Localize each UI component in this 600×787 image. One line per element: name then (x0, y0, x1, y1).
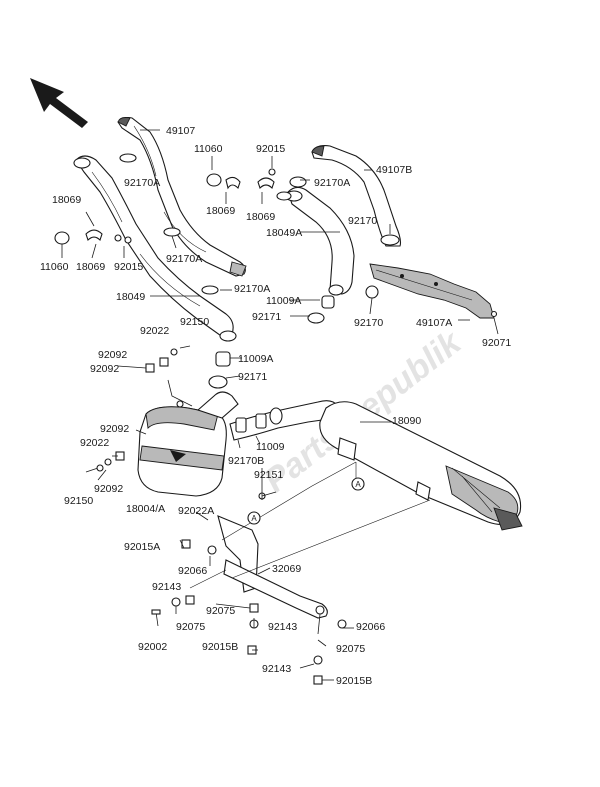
part-label: 92143 (268, 621, 297, 633)
part-label: 18049 (116, 291, 145, 303)
part-label: 92002 (138, 641, 167, 653)
part-label: 18004/A (126, 503, 165, 515)
part-label: 18049A (266, 227, 302, 239)
part-label: 92170A (234, 283, 270, 295)
callout-a-lower: A (247, 511, 261, 525)
part-label: 49107A (416, 317, 452, 329)
part-label: 92022A (178, 505, 214, 517)
part-label: 92143 (152, 581, 181, 593)
mounting-bracket-32069 (217, 491, 328, 619)
part-label: 92066 (356, 621, 385, 633)
joint-pipes (208, 295, 335, 389)
silencer-18090 (319, 401, 523, 531)
pre-muffler-18004 (137, 391, 239, 497)
part-label: 92022 (140, 325, 169, 337)
part-label: 92092 (98, 349, 127, 361)
part-label: 92170B (228, 455, 264, 467)
svg-text:A: A (355, 480, 361, 489)
part-label: 92015 (256, 143, 285, 155)
part-label: 92150 (180, 316, 209, 328)
part-label: 18069 (52, 194, 81, 206)
part-label: 11009A (238, 353, 273, 365)
heat-cover-49107 (117, 116, 247, 277)
part-label: 92170A (314, 177, 350, 189)
part-label: 11009 (256, 441, 285, 453)
heat-cover-49107B (311, 145, 402, 247)
callout-a-upper: A (351, 477, 365, 491)
part-label: 92170A (124, 177, 160, 189)
leader-lines (61, 129, 499, 681)
part-label: 92015A (124, 541, 160, 553)
part-label: 18069 (76, 261, 105, 273)
part-label: 18069 (246, 211, 275, 223)
part-label: 32069 (272, 563, 301, 575)
exhaust-pipe-18049A (285, 186, 355, 296)
part-label: 92150 (64, 495, 93, 507)
part-label: 92170 (348, 215, 377, 227)
part-label: 92092 (94, 483, 123, 495)
part-label: 11060 (194, 143, 223, 155)
part-label: 92092 (100, 423, 129, 435)
front-direction-arrow-icon (30, 78, 88, 128)
fasteners (85, 345, 347, 685)
part-label: 92071 (482, 337, 511, 349)
part-label: 92151 (254, 469, 283, 481)
part-label: 92075 (206, 605, 235, 617)
part-label: 92015 (114, 261, 143, 273)
part-label: 92075 (336, 643, 365, 655)
part-label: 92075 (176, 621, 205, 633)
part-label: 11060 (40, 261, 69, 273)
connecting-pipe (229, 400, 339, 441)
part-label: 92143 (262, 663, 291, 675)
part-label: 92171 (238, 371, 267, 383)
part-label: 92171 (252, 311, 281, 323)
part-label: 92066 (178, 565, 207, 577)
part-label: 11009A (266, 295, 301, 307)
part-label: 92170A (166, 253, 202, 265)
part-label: 49107 (166, 125, 195, 137)
part-labels: 49107 11060 92015 49107B 92170A 18069 18… (40, 125, 511, 687)
part-label: 18069 (206, 205, 235, 217)
part-label: 92015B (336, 675, 372, 687)
svg-text:A: A (251, 514, 257, 523)
part-label: 92170 (354, 317, 383, 329)
part-label: 92022 (80, 437, 109, 449)
part-label: 92015B (202, 641, 238, 653)
part-label: 18090 (392, 415, 421, 427)
part-label: 92092 (90, 363, 119, 375)
heat-cover-49107A (369, 263, 495, 319)
part-label: 49107B (376, 164, 412, 176)
upper-clamps (54, 153, 498, 318)
